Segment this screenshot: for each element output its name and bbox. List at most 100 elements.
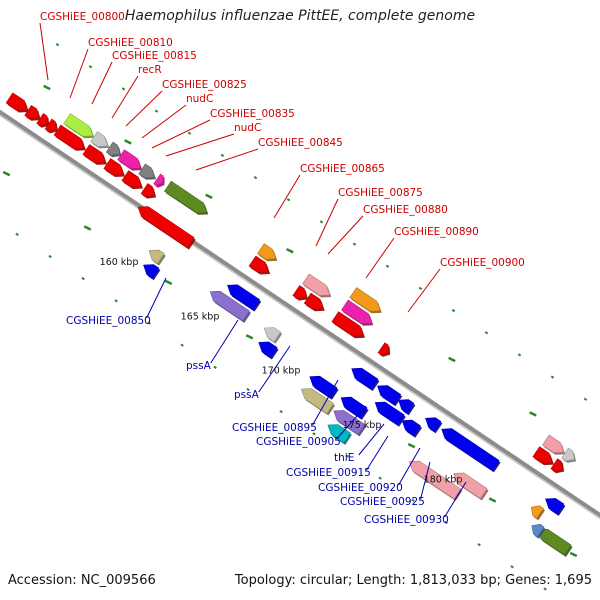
kbp-label: 170 kbp [262, 366, 301, 377]
leader-line [312, 379, 339, 426]
gene-arrow [537, 528, 572, 556]
gene-arrow [377, 342, 390, 356]
backbone-line [0, 109, 600, 518]
tick-major [286, 247, 294, 254]
gene-arrow [248, 255, 270, 273]
leader-line [39, 22, 49, 81]
tick [114, 299, 118, 303]
tick [418, 286, 423, 291]
gene-label-top: CGSHiEE_00875 [338, 187, 423, 199]
gene-arrow [148, 249, 165, 265]
gene-arrow [441, 428, 500, 471]
gene-label-top: recR [138, 64, 162, 76]
gene-arrow [327, 424, 351, 444]
gene-arrow [545, 498, 565, 515]
leader-line [273, 174, 301, 219]
tick [345, 454, 349, 458]
tick-major [529, 411, 537, 417]
tick [213, 365, 217, 369]
tick [279, 409, 283, 414]
tick-major [83, 225, 92, 231]
gene-arrow [561, 447, 575, 462]
gene-arrow [398, 399, 415, 414]
tick-major [43, 84, 51, 91]
tick [319, 220, 324, 224]
gene-arrow [349, 287, 381, 312]
gene-label-bottom: thiE [334, 452, 354, 464]
tick [517, 353, 522, 357]
gene-arrow [36, 113, 49, 127]
gene-label-top: CGSHiEE_00845 [258, 137, 343, 149]
gene-label-top: nudC [186, 93, 213, 105]
leader-line [125, 90, 163, 127]
tick [220, 153, 225, 158]
gene-label-bottom: CGSHiEE_00915 [286, 467, 371, 479]
tick [543, 587, 547, 591]
gene-arrow [90, 131, 109, 147]
gene-arrow [137, 206, 195, 249]
tick [312, 432, 316, 436]
gene-label-top: CGSHiEE_00800 [40, 11, 125, 23]
gene-arrow [401, 419, 421, 437]
tick [187, 131, 192, 135]
tick [121, 87, 126, 91]
gene-arrow [153, 173, 164, 187]
leader-line [91, 61, 113, 105]
gene-arrow [164, 180, 208, 214]
tick [180, 343, 184, 347]
topology-summary: Topology: circular; Length: 1,813,033 bp… [234, 573, 592, 588]
leader-line [398, 447, 421, 486]
gene-label-top: CGSHiEE_00810 [88, 37, 173, 49]
gene-arrow [117, 149, 142, 169]
gene-arrow [82, 144, 106, 164]
gene-arrow [105, 141, 121, 156]
leader-line [165, 133, 235, 157]
gene-arrow [63, 113, 94, 137]
gene-arrow [140, 183, 156, 197]
gene-arrow [530, 505, 544, 519]
gene-label-bottom: pssA [234, 389, 260, 401]
tick [81, 277, 85, 281]
gene-arrow [121, 170, 142, 188]
tick [583, 397, 588, 401]
tick [484, 331, 489, 335]
gene-label-top: CGSHiEE_00890 [394, 226, 479, 238]
gene-label-bottom: CGSHiEE_00905 [256, 436, 341, 448]
tick [550, 375, 555, 379]
tick [411, 498, 415, 502]
leader-line [151, 119, 211, 149]
leader-line [358, 423, 385, 456]
leader-line [365, 237, 395, 279]
gene-label-top: CGSHiEE_00835 [210, 108, 295, 120]
tick [385, 264, 390, 268]
gene-label-top: CGSHiEE_00825 [162, 79, 247, 91]
gene-arrow [44, 118, 57, 132]
leader-line [141, 104, 187, 139]
kbp-label: 165 kbp [181, 311, 220, 322]
gene-label-bottom: CGSHiEE_00930 [364, 514, 449, 526]
leader-line [407, 268, 441, 313]
tick-major [2, 170, 11, 177]
tick [477, 542, 481, 547]
kbp-label: 160 kbp [100, 257, 139, 268]
gene-label-bottom: CGSHiEE_00895 [232, 422, 317, 434]
leader-line [327, 215, 364, 255]
tick-major [569, 551, 578, 558]
gene-label-bottom: CGSHiEE_00920 [318, 482, 403, 494]
tick [154, 109, 159, 113]
tick [48, 254, 52, 259]
gene-arrow [292, 285, 307, 299]
gene-arrow [531, 523, 545, 538]
gene-arrow [263, 327, 282, 343]
gene-arrow [333, 410, 366, 435]
gene-arrow [377, 385, 402, 405]
gene-arrow [453, 472, 488, 499]
page-title: Haemophilus influenzae PittEE, complete … [124, 8, 476, 24]
gene-arrow [351, 367, 379, 390]
leader-line [210, 319, 239, 364]
leader-line [366, 435, 389, 471]
tick [55, 42, 60, 47]
leader-line [258, 345, 291, 393]
leader-line [444, 481, 467, 518]
